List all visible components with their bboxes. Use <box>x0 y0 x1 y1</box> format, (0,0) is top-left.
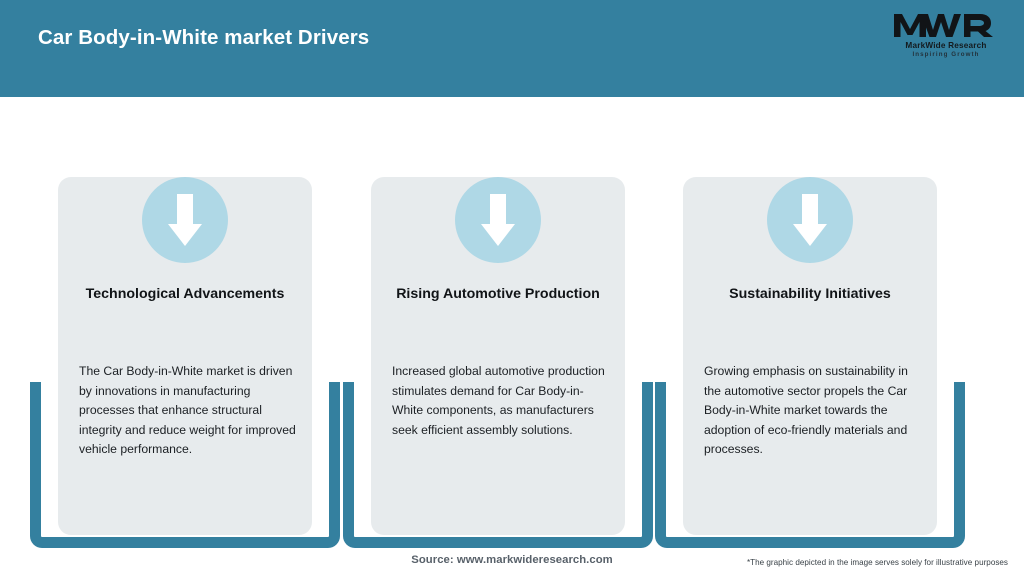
slide-header: Car Body-in-White market Drivers MarkWid… <box>0 0 1024 97</box>
illustrative-disclaimer: *The graphic depicted in the image serve… <box>746 558 1008 567</box>
down-arrow-icon <box>455 177 541 263</box>
card-body-text: Growing emphasis on sustainability in th… <box>704 364 908 457</box>
card-panel: Sustainability Initiatives Growing empha… <box>683 177 937 535</box>
brand-logo: MarkWide Research Inspiring Growth <box>890 10 1002 66</box>
source-attribution: Source: www.markwideresearch.com <box>411 554 613 566</box>
page-title: Car Body-in-White market Drivers <box>38 26 370 49</box>
card-accent-bracket <box>655 382 965 548</box>
card-title: Technological Advancements <box>85 286 285 302</box>
card-panel: Technological Advancements The Car Body-… <box>58 177 312 535</box>
card-body-text: The Car Body-in-White market is driven b… <box>79 364 296 457</box>
card-panel: Rising Automotive Production Increased g… <box>371 177 625 535</box>
card-title: Rising Automotive Production <box>396 286 600 302</box>
mwr-logo-icon <box>894 14 993 37</box>
card-body-text: Increased global automotive production s… <box>392 364 605 437</box>
driver-card-3[interactable]: Sustainability Initiatives Growing empha… <box>655 143 965 548</box>
logo-tagline: Inspiring Growth <box>912 51 980 58</box>
card-accent-bracket <box>30 382 340 548</box>
driver-card-1[interactable]: Technological Advancements The Car Body-… <box>30 143 340 548</box>
card-accent-bracket <box>343 382 653 548</box>
down-arrow-icon <box>767 177 853 263</box>
card-title: Sustainability Initiatives <box>729 286 891 302</box>
logo-company-name: MarkWide Research <box>905 41 987 50</box>
driver-card-2[interactable]: Rising Automotive Production Increased g… <box>343 143 653 548</box>
down-arrow-icon <box>142 177 228 263</box>
